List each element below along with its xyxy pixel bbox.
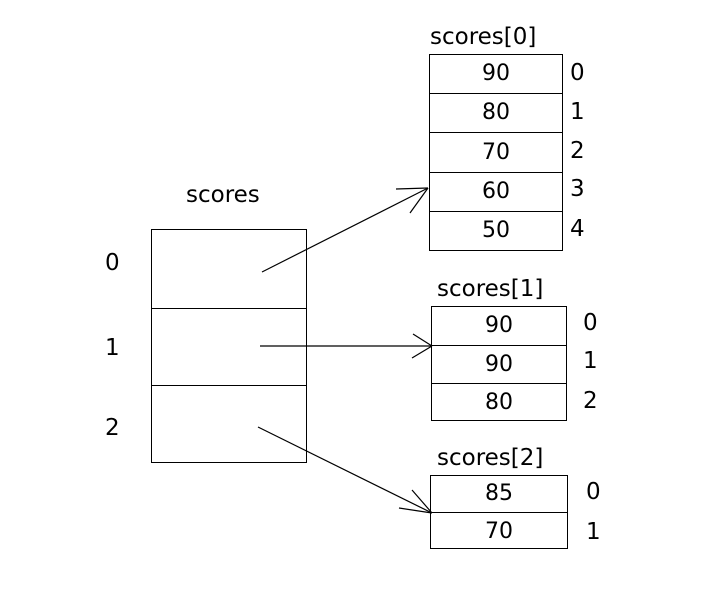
sub-array-2-box: 85 70 [430, 475, 568, 549]
sub-array-1-cell-0[interactable]: 90 [432, 307, 566, 346]
sub-array-0-index-3: 3 [570, 176, 585, 202]
sub-array-1-index-0: 0 [583, 310, 598, 336]
sub-array-0-box: 90 80 70 60 50 [429, 54, 563, 251]
outer-index-label-1: 1 [105, 335, 120, 361]
sub-array-2-index-1: 1 [586, 519, 601, 545]
sub-array-1-index-1: 1 [583, 348, 598, 374]
sub-array-0-cell-1[interactable]: 80 [430, 94, 562, 133]
sub-array-0-index-2: 2 [570, 138, 585, 164]
sub-array-0-cell-4[interactable]: 50 [482, 218, 510, 243]
outer-index-label-0: 0 [105, 250, 120, 276]
sub-array-2-cell-1[interactable]: 70 [485, 518, 513, 544]
outer-array-box [151, 229, 307, 463]
sub-array-1-cell-2[interactable]: 80 [485, 390, 513, 415]
sub-array-1-cell-1[interactable]: 90 [432, 346, 566, 384]
sub-array-0-cell-2[interactable]: 70 [430, 133, 562, 173]
sub-array-1-index-2: 2 [583, 388, 598, 414]
sub-array-2-cell-0[interactable]: 85 [431, 476, 567, 513]
outer-index-label-2: 2 [105, 415, 120, 441]
sub-array-1-box: 90 90 80 [431, 306, 567, 421]
sub-array-0-cell-3[interactable]: 60 [430, 173, 562, 212]
sub-array-0-cell-0[interactable]: 90 [430, 55, 562, 94]
sub-array-0-index-1: 1 [570, 99, 585, 125]
sub-array-1-title: scores[1] [437, 276, 544, 302]
outer-array-cell-1[interactable] [152, 309, 306, 386]
sub-array-2-index-0: 0 [586, 479, 601, 505]
sub-array-0-index-0: 0 [570, 60, 585, 86]
sub-array-0-index-4: 4 [570, 216, 585, 242]
sub-array-2-title: scores[2] [437, 445, 544, 471]
outer-array-cell-0[interactable] [152, 230, 306, 309]
sub-array-0-title: scores[0] [430, 24, 537, 50]
outer-array-cell-2[interactable] [152, 386, 306, 462]
outer-array-title: scores [186, 182, 260, 208]
